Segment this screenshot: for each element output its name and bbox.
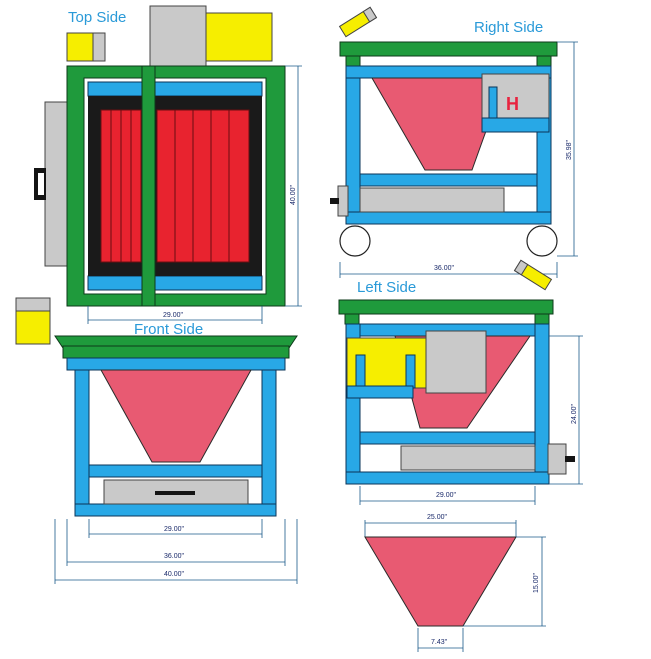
left-dim-height: 24.00"	[571, 403, 578, 424]
top-side-panel	[44, 101, 68, 267]
hopper-detail-view: 25.00" 15.00" 7.43"	[364, 514, 546, 652]
top-dim-width: 29.00"	[163, 312, 184, 319]
front-dim-mid: 36.00"	[164, 553, 185, 560]
front-side-title: Front Side	[134, 321, 203, 338]
top-grey-gearbox	[149, 5, 207, 67]
top-side-view: Top Side	[34, 5, 302, 324]
left-tilted-block	[513, 259, 553, 291]
right-top-plate	[339, 41, 558, 57]
top-side-title: Top Side	[68, 9, 126, 26]
right-wheel-right	[526, 225, 558, 257]
front-drawer-handle	[155, 491, 195, 495]
right-wheel-left	[339, 225, 371, 257]
right-tilted-block	[338, 6, 378, 38]
left-drawer	[400, 445, 536, 471]
right-side-view: Right Side H 35.98"	[330, 6, 578, 278]
top-grey-cap	[92, 32, 106, 62]
hopper-detail	[364, 536, 517, 627]
right-drawer	[359, 187, 505, 213]
hopper-dim-height: 15.00"	[533, 572, 540, 593]
top-center-beam	[141, 65, 156, 307]
right-hopper	[371, 77, 506, 171]
right-dim-width: 36.00"	[434, 265, 455, 272]
top-yellow-motor	[205, 12, 273, 62]
top-dim-height: 40.00"	[290, 184, 297, 205]
hopper-dim-top: 25.00"	[427, 514, 448, 521]
right-dim-height: 35.98"	[566, 139, 573, 160]
left-side-view: Left Side 24.00" 2	[338, 259, 583, 505]
right-side-title: Right Side	[474, 19, 543, 36]
right-h-letter: H	[506, 94, 519, 114]
top-red-panels	[100, 109, 250, 263]
front-dim-inner: 29.00"	[164, 526, 185, 533]
hopper-dim-bottom: 7.43"	[431, 639, 448, 646]
left-dim-width: 29.00"	[436, 492, 457, 499]
front-dim-outer: 40.00"	[164, 571, 185, 578]
left-side-title: Left Side	[357, 279, 416, 296]
left-gearbox	[425, 330, 487, 394]
front-side-view: Front Side 29.00" 36.00" 40.00"	[15, 297, 298, 584]
left-top-plate	[338, 299, 554, 315]
front-hopper	[100, 369, 252, 463]
